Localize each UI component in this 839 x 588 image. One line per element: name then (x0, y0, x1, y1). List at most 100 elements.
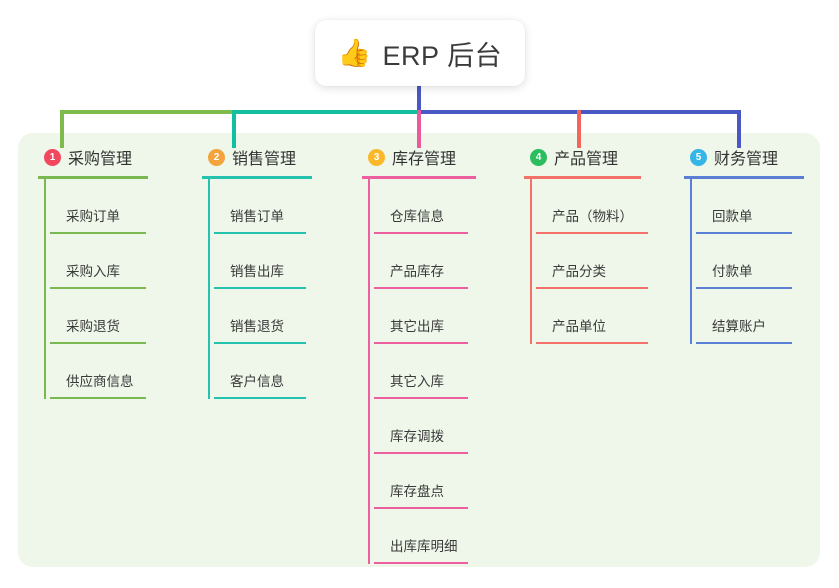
menu-item-label: 回款单 (712, 209, 753, 224)
column-spine (690, 179, 692, 344)
menu-item-rule (374, 507, 468, 509)
menu-item-label: 库存盘点 (390, 484, 444, 499)
menu-item-label: 销售退货 (230, 319, 284, 334)
connector-drop-finance (737, 110, 741, 148)
menu-item-label: 库存调拨 (390, 429, 444, 444)
column-spine (368, 179, 370, 564)
column-header-finance[interactable]: 5 财务管理 (684, 145, 804, 169)
column-header-sales[interactable]: 2 销售管理 (202, 145, 312, 169)
menu-item[interactable]: 客户信息 (208, 344, 312, 399)
column-spine (44, 179, 46, 399)
menu-item-label: 采购订单 (66, 209, 120, 224)
column-sales: 2 销售管理销售订单销售出库销售退货客户信息 (202, 145, 312, 399)
menu-item-rule (214, 397, 306, 399)
menu-item-label: 其它入库 (390, 374, 444, 389)
menu-item[interactable]: 销售退货 (208, 289, 312, 344)
menu-item-label: 产品单位 (552, 319, 606, 334)
column-product: 4 产品管理产品（物料） 产品分类产品单位 (524, 145, 648, 344)
column-header-rule (202, 176, 312, 179)
menu-item[interactable]: 回款单 (690, 179, 804, 234)
column-items-sales: 销售订单销售出库销售退货客户信息 (202, 179, 312, 399)
column-header-purchase[interactable]: 1 采购管理 (38, 145, 148, 169)
menu-item-rule (374, 452, 468, 454)
column-items-purchase: 采购订单采购入库采购退货供应商信息 (38, 179, 148, 399)
menu-item[interactable]: 出库库明细 (368, 509, 476, 564)
column-title-product: 产品管理 (554, 151, 619, 168)
column-finance: 5 财务管理回款单付款单结算账户 (684, 145, 804, 344)
column-header-product[interactable]: 4 产品管理 (524, 145, 641, 169)
menu-item-rule (696, 287, 792, 289)
menu-item-rule (214, 342, 306, 344)
menu-item[interactable]: 仓库信息 (368, 179, 476, 234)
column-header-rule (38, 176, 148, 179)
menu-item-label: 其它出库 (390, 319, 444, 334)
menu-item-rule (696, 342, 792, 344)
column-number-badge: 2 (208, 148, 225, 166)
menu-item[interactable]: 采购入库 (44, 234, 148, 289)
menu-item-rule (536, 232, 648, 234)
menu-item[interactable]: 销售订单 (208, 179, 312, 234)
column-items-finance: 回款单付款单结算账户 (684, 179, 804, 344)
thumbs-up-icon: 👍 (337, 37, 372, 68)
menu-item-rule (214, 232, 306, 234)
column-header-rule (684, 176, 804, 179)
menu-item[interactable]: 其它入库 (368, 344, 476, 399)
menu-item[interactable]: 其它出库 (368, 289, 476, 344)
menu-item-label: 客户信息 (230, 374, 284, 389)
column-header-rule (524, 176, 641, 179)
menu-item[interactable]: 产品库存 (368, 234, 476, 289)
column-items-product: 产品（物料） 产品分类产品单位 (524, 179, 648, 344)
diagram-background-panel (18, 133, 820, 567)
column-spine (208, 179, 210, 399)
connector-drop-inventory (417, 110, 421, 148)
connector-drop-purchase (60, 110, 64, 148)
column-title-inventory: 库存管理 (392, 151, 457, 168)
menu-item-label: 结算账户 (712, 319, 766, 334)
column-title-purchase: 采购管理 (68, 151, 133, 168)
menu-item-rule (374, 342, 468, 344)
menu-item[interactable]: 产品单位 (530, 289, 648, 344)
column-number-badge: 5 (690, 148, 707, 166)
menu-item[interactable]: 付款单 (690, 234, 804, 289)
menu-item[interactable]: 供应商信息 (44, 344, 148, 399)
menu-item[interactable]: 采购退货 (44, 289, 148, 344)
column-number-badge: 4 (530, 148, 547, 166)
connector-bar-green (60, 110, 232, 114)
menu-item-label: 采购退货 (66, 319, 120, 334)
menu-item[interactable]: 结算账户 (690, 289, 804, 344)
connector-bar-teal (232, 110, 417, 114)
root-node-title: ERP 后台 (382, 40, 503, 71)
menu-item-rule (214, 287, 306, 289)
column-spine (530, 179, 532, 344)
menu-item-rule (374, 397, 468, 399)
column-items-inventory: 仓库信息产品库存其它出库其它入库库存调拨库存盘点出库库明细 (362, 179, 476, 564)
menu-item-label: 仓库信息 (390, 209, 444, 224)
column-title-finance: 财务管理 (714, 151, 779, 168)
menu-item[interactable]: 库存调拨 (368, 399, 476, 454)
menu-item[interactable]: 产品（物料） (530, 179, 648, 234)
menu-item-rule (50, 232, 146, 234)
menu-item-label: 销售订单 (230, 209, 284, 224)
connector-drop-product (577, 110, 581, 148)
column-title-sales: 销售管理 (232, 151, 297, 168)
menu-item-label: 销售出库 (230, 264, 284, 279)
menu-item-label: 产品库存 (390, 264, 444, 279)
menu-item-rule (50, 397, 146, 399)
menu-item-label: 采购入库 (66, 264, 120, 279)
column-purchase: 1 采购管理采购订单采购入库采购退货供应商信息 (38, 145, 148, 399)
connector-drop-sales (232, 110, 236, 148)
menu-item[interactable]: 库存盘点 (368, 454, 476, 509)
menu-item[interactable]: 产品分类 (530, 234, 648, 289)
menu-item-rule (374, 287, 468, 289)
menu-item-label: 付款单 (712, 264, 753, 279)
connector-root-stem (417, 86, 421, 112)
menu-item-label: 产品分类 (552, 264, 606, 279)
menu-item[interactable]: 采购订单 (44, 179, 148, 234)
menu-item-label: 产品（物料） (552, 209, 633, 224)
menu-item-rule (536, 342, 648, 344)
column-number-badge: 1 (44, 148, 61, 166)
menu-item-rule (696, 232, 792, 234)
root-node-erp-backend[interactable]: 👍 ERP 后台 (315, 20, 525, 86)
menu-item[interactable]: 销售出库 (208, 234, 312, 289)
